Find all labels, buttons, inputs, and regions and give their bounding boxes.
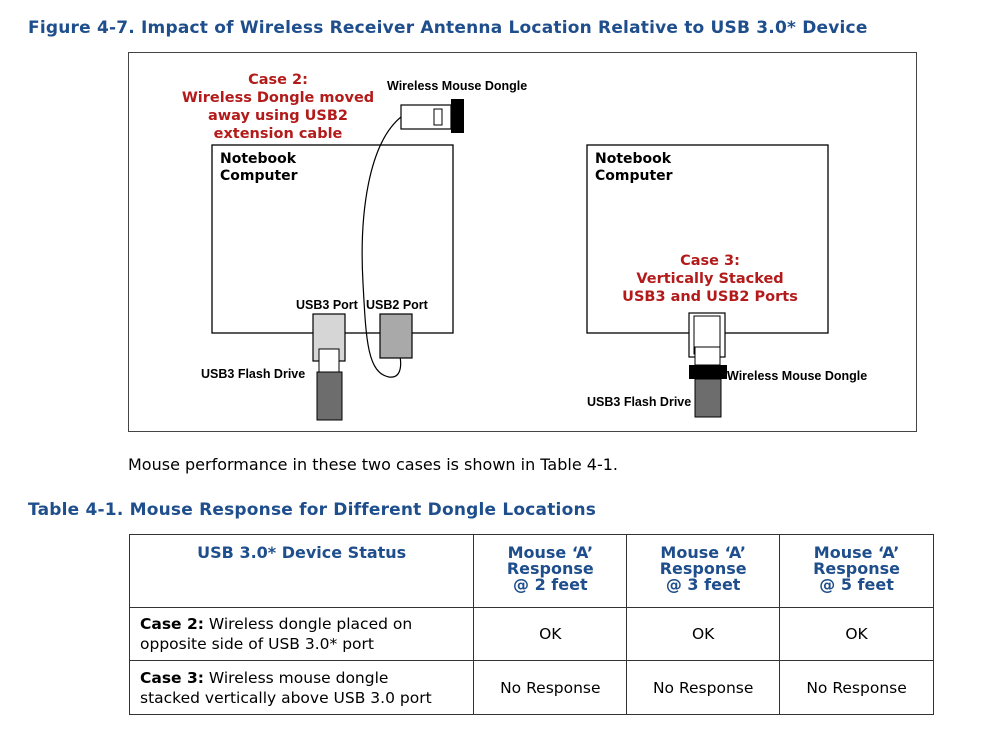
row-case2-label: Case 2: bbox=[140, 615, 204, 633]
left-dongle-label: Wireless Mouse Dongle bbox=[387, 79, 527, 93]
table-caption: Table 4-1. Mouse Response for Different … bbox=[28, 500, 597, 520]
case3-title-1: Case 3: bbox=[680, 253, 740, 269]
case2-title-4: extension cable bbox=[214, 126, 343, 142]
row-case2-3ft: OK bbox=[626, 607, 781, 661]
right-notebook-label-2: Computer bbox=[595, 168, 673, 184]
usb3-port-label: USB3 Port bbox=[296, 298, 359, 312]
figure-svg: Notebook Computer Case 2: Wireless Dongl… bbox=[182, 72, 867, 421]
flash-drive-body bbox=[316, 371, 343, 421]
case3-title-2: Vertically Stacked bbox=[636, 271, 783, 287]
row-case2-description: Case 2: Wireless dongle placed on opposi… bbox=[128, 607, 475, 661]
left-notebook-box bbox=[211, 144, 454, 334]
right-dongle-label: Wireless Mouse Dongle bbox=[727, 369, 867, 383]
stacked-flash-body bbox=[694, 378, 722, 418]
header-3ft-line2: Response bbox=[659, 559, 747, 578]
row-case2-desc1: Wireless dongle placed on bbox=[203, 615, 413, 633]
usb2-extension-cable bbox=[361, 116, 402, 378]
left-dongle-body bbox=[400, 104, 452, 130]
row-case3-5ft: No Response bbox=[779, 660, 934, 715]
table-row: Case 2: Wireless dongle placed on opposi… bbox=[128, 607, 934, 661]
header-device-status: USB 3.0* Device Status bbox=[128, 534, 475, 608]
stacked-dongle bbox=[689, 365, 727, 379]
left-dongle-plug bbox=[433, 108, 443, 126]
header-5ft-line2: Response bbox=[813, 559, 900, 578]
row-case3-label: Case 3: bbox=[140, 668, 204, 687]
body-paragraph: Mouse performance in these two cases is … bbox=[128, 455, 618, 474]
header-3-feet: Mouse ‘A’ Response @ 3 feet bbox=[626, 534, 781, 608]
usb2-port-label: USB2 Port bbox=[366, 298, 429, 312]
table-header-row: USB 3.0* Device Status Mouse ‘A’ Respons… bbox=[128, 534, 934, 608]
row-case3-desc2: stacked vertically above USB 3.0 port bbox=[140, 688, 432, 707]
case2-title-3: away using USB2 bbox=[208, 108, 348, 124]
mouse-response-table: USB 3.0* Device Status Mouse ‘A’ Respons… bbox=[128, 534, 934, 715]
left-notebook-label-2: Computer bbox=[220, 168, 298, 184]
header-2ft-line1: Mouse ‘A’ bbox=[507, 543, 594, 562]
case3-title-3: USB3 and USB2 Ports bbox=[622, 289, 798, 305]
flash-drive-connector bbox=[318, 348, 340, 374]
right-flash-drive-label: USB3 Flash Drive bbox=[587, 395, 691, 409]
header-5-feet: Mouse ‘A’ Response @ 5 feet bbox=[779, 534, 934, 608]
left-notebook-label-1: Notebook bbox=[220, 151, 297, 167]
left-dongle-cap bbox=[451, 99, 464, 133]
figure-diagram: Notebook Computer Case 2: Wireless Dongl… bbox=[128, 52, 917, 432]
right-notebook-label-1: Notebook bbox=[595, 151, 672, 167]
table-row: Case 3: Wireless mouse dongle stacked ve… bbox=[128, 660, 934, 715]
figure-caption: Figure 4-7. Impact of Wireless Receiver … bbox=[28, 18, 868, 38]
row-case2-desc2: opposite side of USB 3.0* port bbox=[140, 635, 374, 653]
header-2ft-line3: @ 2 feet bbox=[513, 575, 588, 594]
header-2ft-line2: Response bbox=[506, 559, 594, 578]
left-flash-drive-label: USB3 Flash Drive bbox=[201, 367, 305, 381]
header-5ft-line1: Mouse ‘A’ bbox=[813, 543, 900, 562]
case2-title-1: Case 2: bbox=[248, 72, 308, 88]
usb2-port bbox=[379, 313, 413, 359]
case2-title-2: Wireless Dongle moved bbox=[182, 90, 374, 106]
stacked-flash-connector bbox=[694, 346, 721, 366]
row-case3-description: Case 3: Wireless mouse dongle stacked ve… bbox=[128, 660, 475, 715]
header-device-status-text: USB 3.0* Device Status bbox=[197, 543, 407, 562]
header-3ft-line3: @ 3 feet bbox=[665, 575, 741, 594]
row-case3-2ft: No Response bbox=[473, 660, 628, 715]
header-2-feet: Mouse ‘A’ Response @ 2 feet bbox=[473, 534, 628, 608]
row-case3-3ft: No Response bbox=[626, 660, 781, 715]
header-5ft-line3: @ 5 feet bbox=[819, 575, 894, 594]
header-3ft-line1: Mouse ‘A’ bbox=[660, 543, 746, 562]
row-case3-desc1: Wireless mouse dongle bbox=[203, 668, 389, 687]
row-case2-5ft: OK bbox=[779, 607, 934, 661]
row-case2-2ft: OK bbox=[473, 607, 628, 661]
